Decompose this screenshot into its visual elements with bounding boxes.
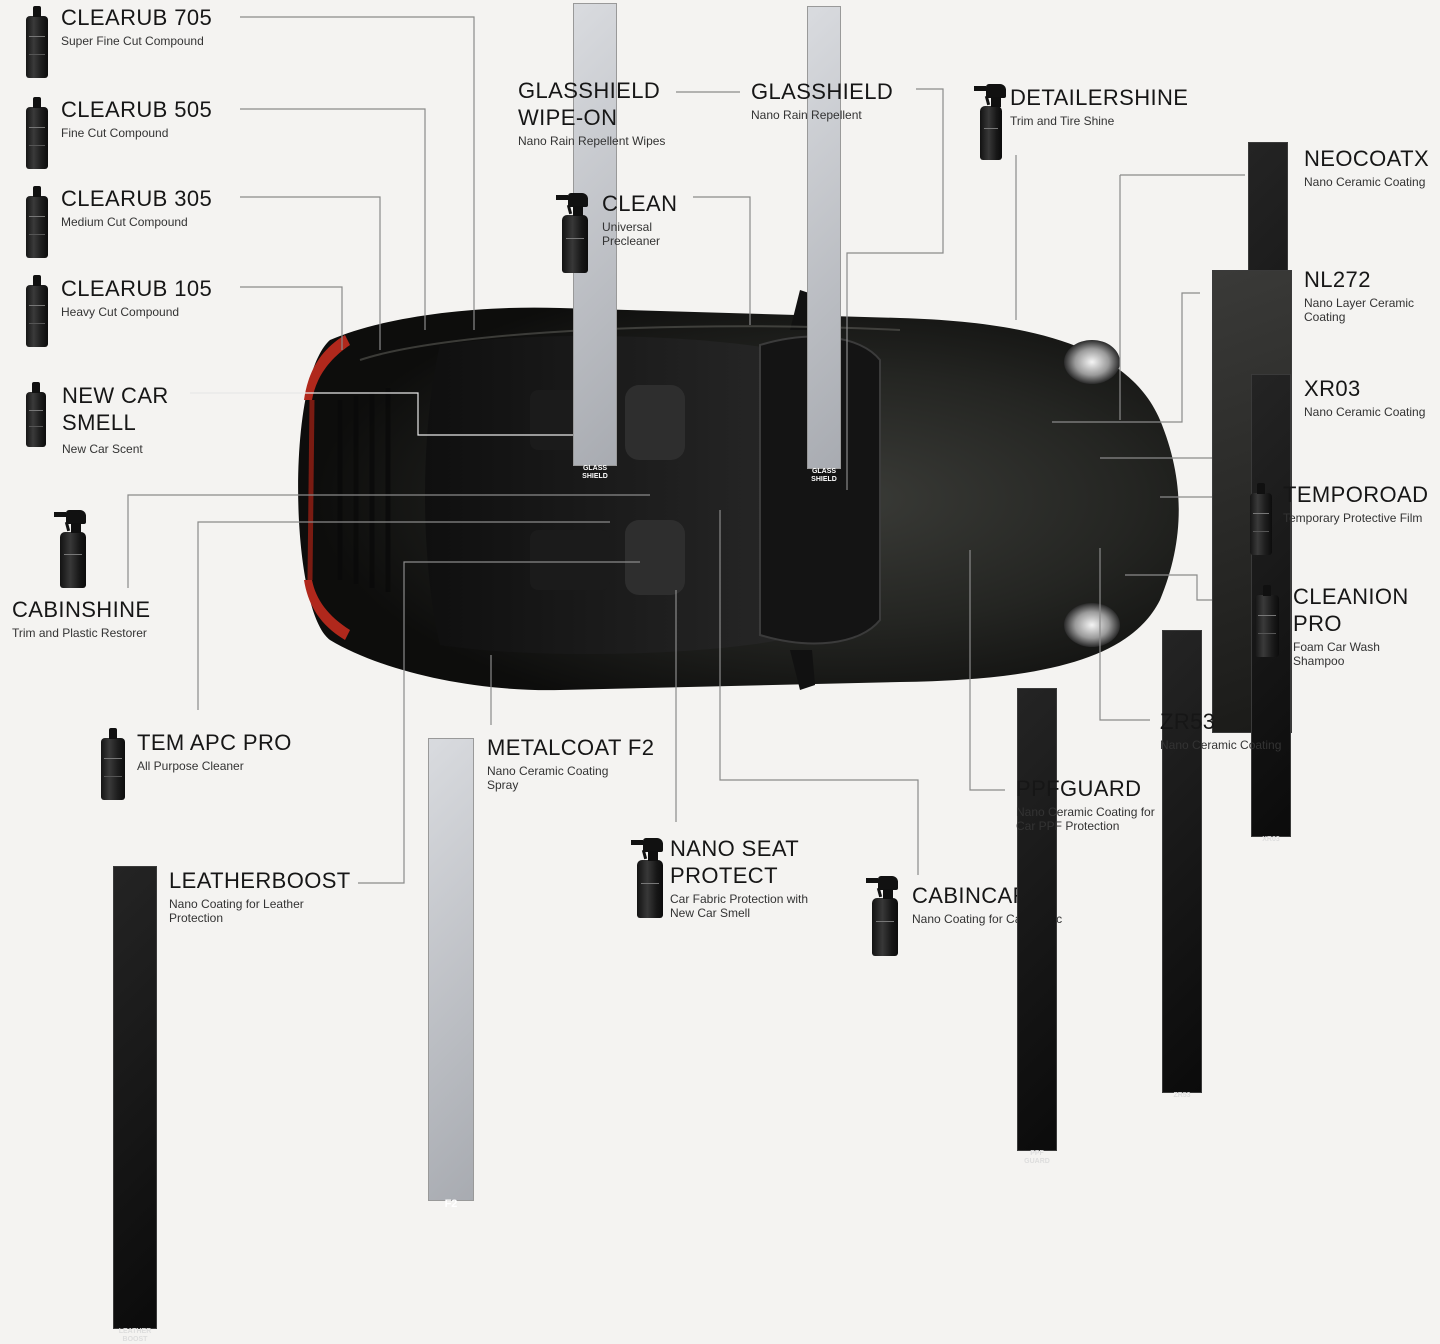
leatherboost-label: LEATHERBOOST Nano Coating for Leather Pr…: [169, 867, 351, 925]
glasswipe-label: GLASSHIELD WIPE-ON Nano Rain Repellent W…: [518, 77, 665, 148]
clearub705-bottle: [26, 6, 48, 78]
product-name: CLEANION PRO: [1293, 584, 1409, 636]
clearub105-label: CLEARUB 105 Heavy Cut Compound: [61, 275, 212, 319]
nanoseat-label: NANO SEAT PROTECT Car Fabric Protection …: [670, 835, 808, 920]
product-name: XR03: [1304, 376, 1361, 401]
neocoatx-label: NEOCOATX Nano Ceramic Coating: [1304, 145, 1429, 189]
product-name: CLEARUB 505: [61, 97, 213, 122]
product-name: CLEARUB 705: [61, 5, 213, 30]
product-name: NL272: [1304, 267, 1371, 292]
product-name: NEW CAR SMELL: [62, 383, 169, 435]
cleanionpro-bottle: [1255, 585, 1279, 657]
nl272-label: NL272 Nano Layer Ceramic Coating: [1304, 266, 1414, 324]
clean-label: CLEAN Universal Precleaner: [602, 190, 677, 248]
product-name: CLEARUB 105: [61, 276, 213, 301]
temapcpro-label: TEM APC PRO All Purpose Cleaner: [137, 729, 292, 773]
product-name: NANO SEAT PROTECT: [670, 836, 800, 888]
product-description: All Purpose Cleaner: [137, 759, 244, 773]
product-description: Trim and Tire Shine: [1010, 114, 1115, 128]
xr03-label: XR03 Nano Ceramic Coating: [1304, 375, 1425, 419]
product-name: TEMPOROAD: [1283, 482, 1429, 507]
newcarsmell-bottle: [26, 382, 46, 447]
product-diagram: CLEARUB 705 Super Fine Cut Compound CLEA…: [12, 3, 1429, 1343]
product-name: LEATHERBOOST: [169, 868, 351, 893]
temapcpro-bottle: [101, 728, 125, 800]
clearub105-bottle: [26, 275, 48, 347]
headlight-left: [1064, 340, 1120, 384]
glasshield-label: GLASSHIELD Nano Rain Repellent: [751, 78, 893, 122]
product-description: Medium Cut Compound: [61, 215, 188, 229]
newcarsmell-label: NEW CAR SMELL New Car Scent: [62, 382, 169, 456]
product-description: Nano Coating for Leather Protection: [169, 897, 304, 925]
product-description: Nano Ceramic Coating: [1304, 175, 1426, 189]
zr53-label: ZR53 Nano Ceramic Coating: [1160, 708, 1281, 752]
product-description: Nano Ceramic Coating: [1160, 738, 1282, 752]
clean-spray-bottle: [556, 193, 588, 273]
product-name: DETAILERSHINE: [1010, 85, 1189, 110]
temporoad-label: TEMPOROAD Temporary Protective Film: [1283, 481, 1428, 525]
product-name: TEM APC PRO: [137, 730, 292, 755]
clearub505-label: CLEARUB 505 Fine Cut Compound: [61, 96, 212, 140]
clearub305-bottle: [26, 186, 48, 258]
product-name: CLEARUB 305: [61, 186, 213, 211]
seat-right: [625, 520, 685, 595]
detailershine-spray-bottle: [974, 84, 1006, 160]
product-description: Nano Rain Repellent: [751, 108, 862, 122]
product-description: Nano Ceramic Coating: [1304, 405, 1426, 419]
product-description: Nano Rain Repellent Wipes: [518, 134, 666, 148]
metalcoat-box: F2: [428, 738, 474, 1209]
product-description: Super Fine Cut Compound: [61, 34, 204, 48]
ppfguard-label: PPFGUARD Nano Ceramic Coating for Car PP…: [1016, 775, 1155, 833]
product-description: Universal Precleaner: [602, 220, 661, 248]
product-name: CLEAN: [602, 191, 678, 216]
product-name: GLASSHIELD WIPE-ON: [518, 78, 661, 130]
product-description: Nano Ceramic Coating for Car PPF Protect…: [1016, 805, 1155, 833]
zr53-box: ZR53: [1162, 630, 1202, 1099]
temporoad-bottle: [1250, 483, 1272, 555]
product-description: Heavy Cut Compound: [61, 305, 180, 319]
clearub505-bottle: [26, 97, 48, 169]
product-description: Trim and Plastic Restorer: [12, 626, 147, 640]
leatherboost-box: LEATHER BOOST: [113, 866, 157, 1343]
product-description: Temporary Protective Film: [1283, 511, 1423, 525]
metalcoat-label: METALCOAT F2 Nano Ceramic Coating Spray: [487, 734, 654, 792]
product-name: CABINSHINE: [12, 597, 151, 622]
product-description: Car Fabric Protection with New Car Smell: [670, 892, 809, 920]
glasshield-box: GLASS SHIELD: [807, 6, 841, 483]
clearub705-label: CLEARUB 705 Super Fine Cut Compound: [61, 4, 212, 48]
ppfguard-box: PPF GUARD: [1017, 688, 1057, 1165]
detailershine-label: DETAILERSHINE Trim and Tire Shine: [1010, 84, 1188, 128]
nanoseat-spray-bottle: [631, 838, 663, 918]
product-name: GLASSHIELD: [751, 79, 894, 104]
product-name: NEOCOATX: [1304, 146, 1430, 171]
seat-left: [625, 385, 685, 460]
product-name: PPFGUARD: [1016, 776, 1142, 801]
clearub305-label: CLEARUB 305 Medium Cut Compound: [61, 185, 212, 229]
tail-light-left: [304, 335, 350, 400]
product-description: Foam Car Wash Shampoo: [1293, 640, 1380, 668]
product-name: METALCOAT F2: [487, 735, 655, 760]
cleanionpro-label: CLEANION PRO Foam Car Wash Shampoo: [1293, 583, 1409, 668]
product-name: ZR53: [1160, 709, 1216, 734]
product-description: Nano Ceramic Coating Spray: [487, 764, 609, 792]
cabincare-spray-bottle: [866, 876, 898, 956]
product-description: Fine Cut Compound: [61, 126, 169, 140]
cabinshine-label: CABINSHINE Trim and Plastic Restorer: [12, 596, 150, 640]
product-description: New Car Scent: [62, 442, 143, 456]
cabinshine-spray-bottle: [54, 510, 86, 588]
product-description: Nano Layer Ceramic Coating: [1304, 296, 1415, 324]
headlight-right: [1064, 603, 1120, 647]
